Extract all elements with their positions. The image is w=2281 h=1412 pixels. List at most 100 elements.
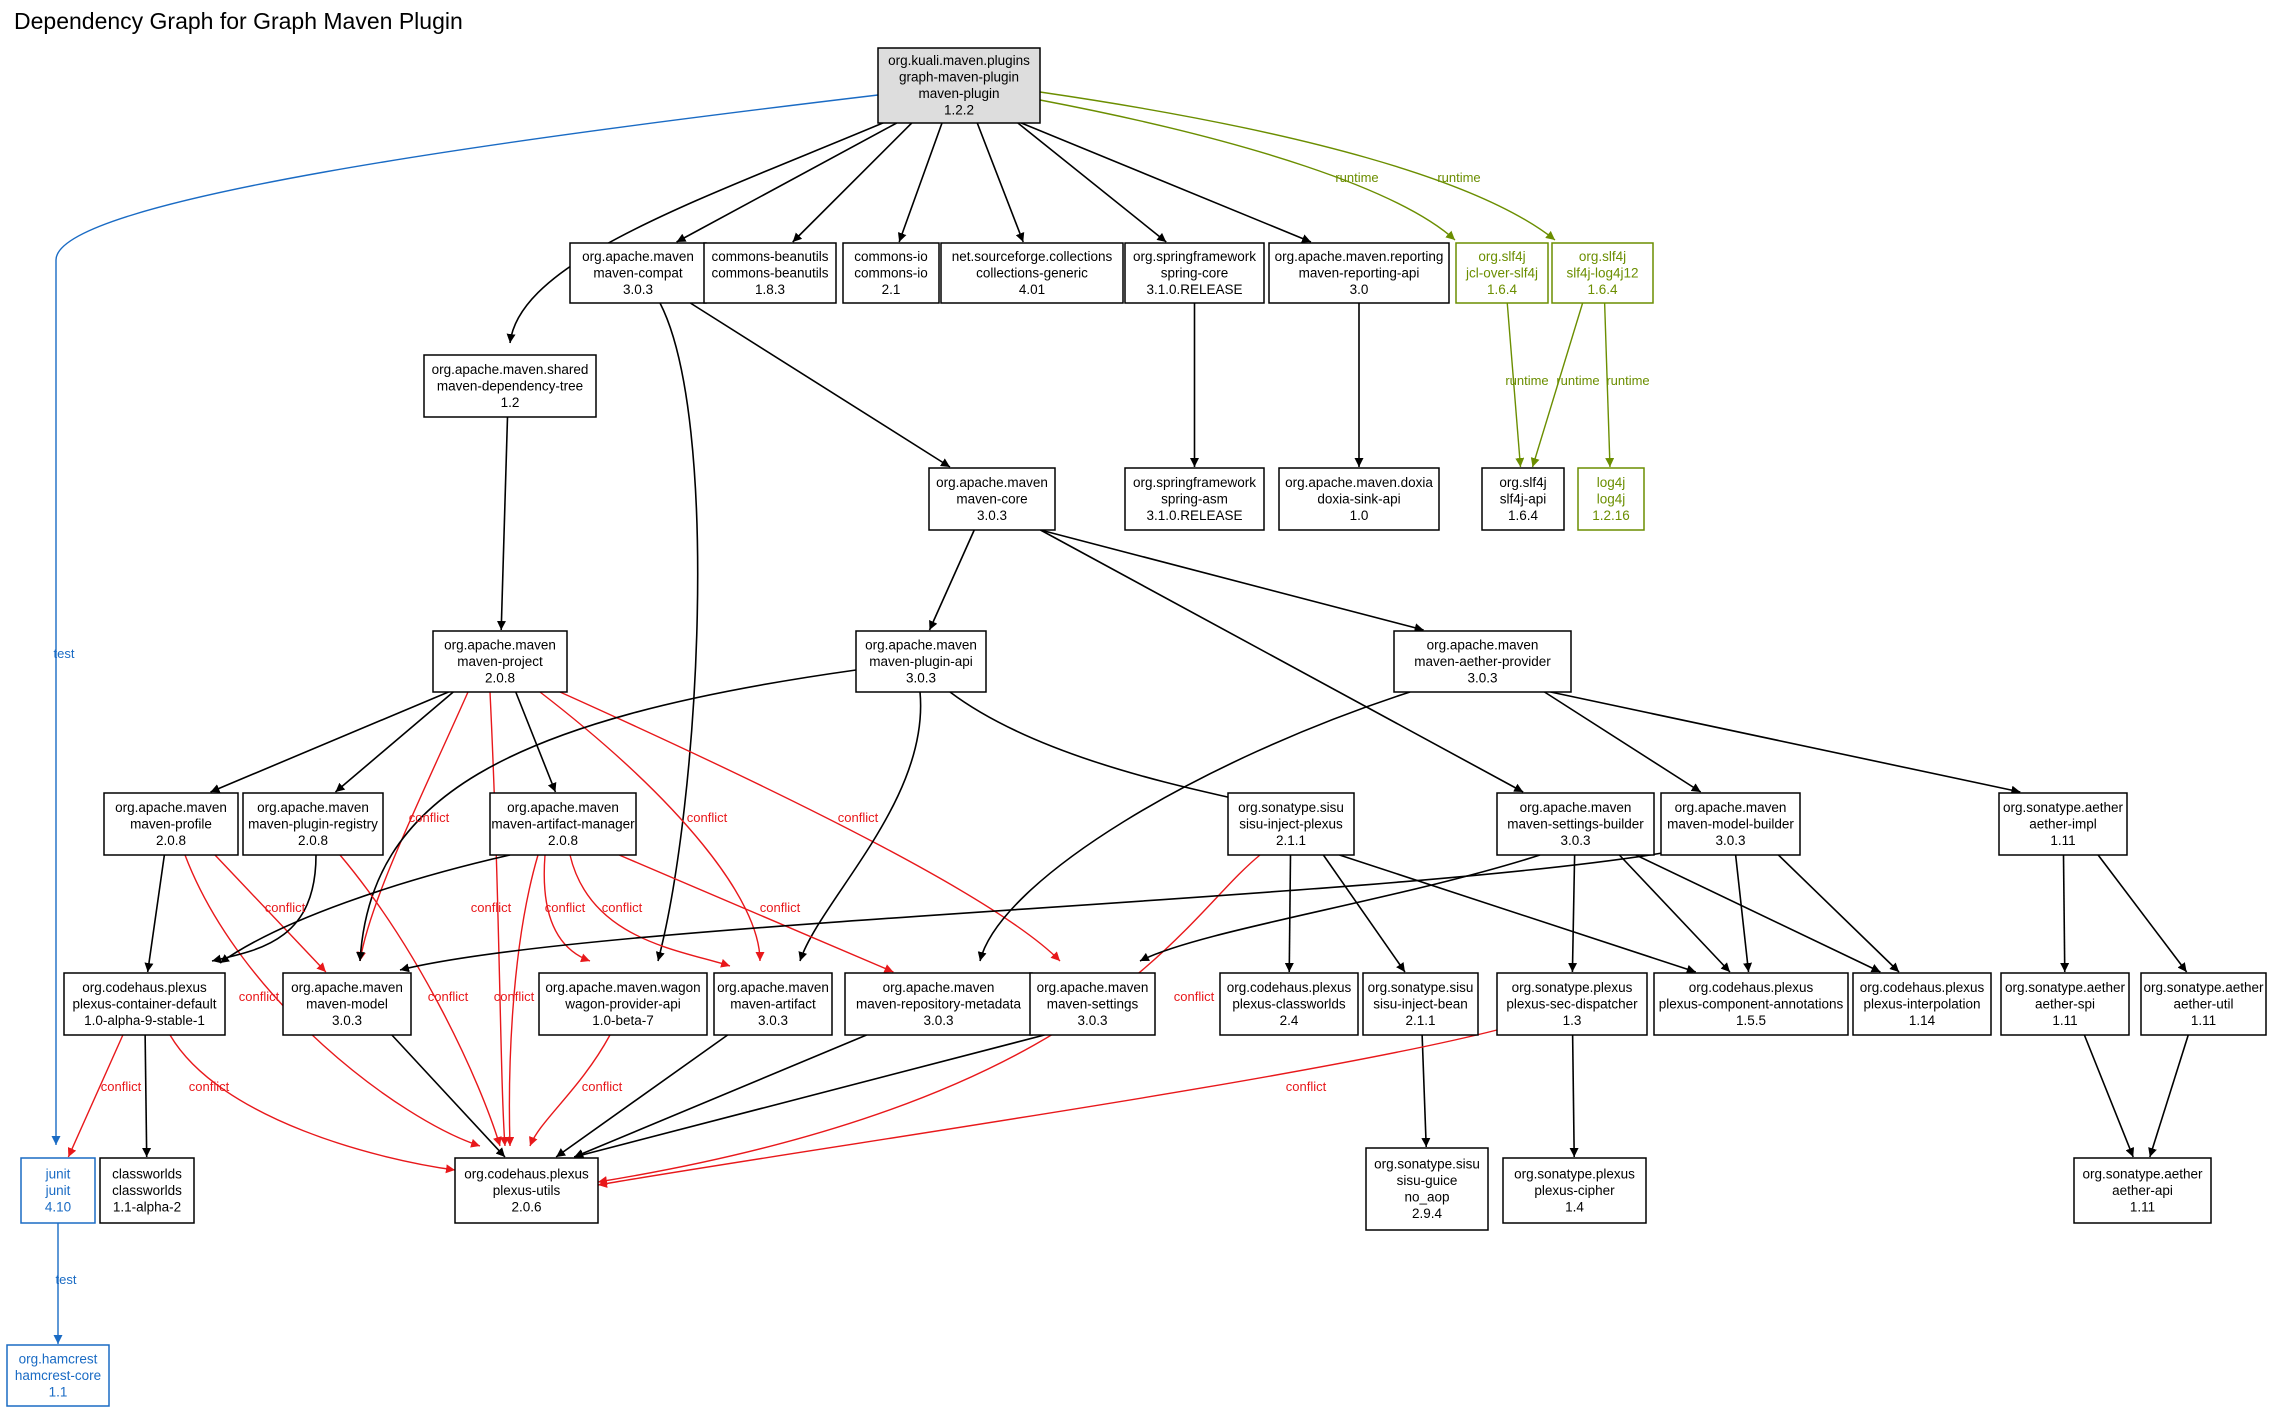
node-box	[842, 242, 940, 304]
node-maven-aether-provider: org.apache.mavenmaven-aether-provider3.0…	[1393, 630, 1572, 693]
node-group-id: org.sonatype.sisu	[1238, 800, 1344, 815]
node-artifact-id: maven-plugin-api	[869, 654, 973, 669]
edge-maven-core-to-maven-aether-provider	[1040, 529, 1424, 633]
edge-wagon-provider-api-to-plexus-utils	[529, 1034, 611, 1147]
node-group-id: org.apache.maven	[883, 980, 995, 995]
node-artifact-id: aether-impl	[2029, 816, 2097, 831]
node-box	[20, 1157, 96, 1224]
edge-root-to-jcl-over-slf4j	[1039, 99, 1456, 241]
node-box	[1365, 1147, 1489, 1231]
node-group-id: org.apache.maven	[582, 249, 694, 264]
node-group-id: org.kuali.maven.plugins	[888, 53, 1030, 68]
node-version: 3.0	[1350, 282, 1369, 297]
node-box	[99, 1157, 195, 1224]
node-group-id: org.sonatype.aether	[2082, 1166, 2203, 1181]
node-version: 1.3	[1563, 1013, 1582, 1028]
node-box	[1219, 972, 1359, 1036]
node-version: 3.0.3	[1560, 833, 1590, 848]
node-artifact-id: aether-util	[2173, 996, 2233, 1011]
node-artifact-id: aether-api	[2112, 1183, 2173, 1198]
node-box	[928, 467, 1056, 531]
edge-root-to-maven-compat	[676, 122, 898, 243]
node-box	[713, 972, 833, 1036]
edge-root-to-commons-io	[897, 122, 943, 243]
node-artifact-id: commons-io	[854, 265, 928, 280]
edge-label-test: test	[56, 1272, 77, 1287]
edge-jcl-over-slf4j-to-slf4j-api	[1506, 302, 1525, 468]
node-plexus-component-annotations: org.codehaus.plexusplexus-component-anno…	[1653, 972, 1849, 1036]
node-artifact-id: plexus-sec-dispatcher	[1506, 996, 1638, 1011]
node-version: 2.0.8	[156, 833, 186, 848]
node-group-id: org.apache.maven.reporting	[1275, 249, 1444, 264]
node-box	[1577, 467, 1645, 531]
node-artifact-id: maven-reporting-api	[1299, 265, 1420, 280]
node-group-id: org.apache.maven.doxia	[1285, 475, 1433, 490]
edge-label-conflict: conflict	[602, 900, 643, 915]
edge-maven-model-to-plexus-utils	[391, 1034, 506, 1158]
node-group-id: commons-io	[854, 249, 928, 264]
node-artifact-id: doxia-sink-api	[1317, 491, 1400, 506]
edge-plexus-sec-dispatcher-to-plexus-utils	[597, 1029, 1498, 1188]
edge-maven-settings-to-plexus-utils	[573, 1034, 1045, 1160]
node-box	[1124, 242, 1265, 304]
edge-maven-core-to-maven-settings-builder	[1040, 529, 1524, 793]
node-artifact-id: spring-core	[1161, 265, 1229, 280]
node-artifact-id: sisu-guice	[1397, 1173, 1458, 1188]
edge-label-conflict: conflict	[101, 1079, 142, 1094]
edge-root-to-maven-reporting-api	[1021, 122, 1312, 243]
node-collections-generic: net.sourceforge.collectionscollections-g…	[940, 242, 1124, 304]
node-artifact-id: graph-maven-plugin	[899, 70, 1019, 85]
node-box	[538, 972, 708, 1036]
node-artifact-id: junit	[45, 1183, 71, 1198]
node-version: 3.0.3	[1077, 1013, 1107, 1028]
node-box	[2140, 972, 2267, 1036]
node-version: 1.5.5	[1736, 1013, 1766, 1028]
node-box	[1852, 972, 1992, 1036]
node-artifact-id: wagon-provider-api	[564, 996, 681, 1011]
node-artifact-id: maven-plugin-registry	[248, 816, 378, 831]
node-box	[855, 630, 987, 693]
edge-maven-plugin-api-to-maven-model	[356, 669, 857, 962]
node-version: 1.11	[2050, 833, 2075, 848]
edge-maven-settings-builder-to-plexus-component-annotations	[1618, 854, 1731, 973]
node-maven-artifact-manager: org.apache.mavenmaven-artifact-manager2.…	[489, 792, 637, 856]
node-plexus-container-default: org.codehaus.plexusplexus-container-defa…	[63, 972, 226, 1036]
edge-maven-plugin-api-to-maven-artifact	[798, 691, 922, 962]
node-group-id: net.sourceforge.collections	[952, 249, 1113, 264]
edge-plexus-container-default-to-classworlds	[142, 1034, 152, 1158]
node-group-id: org.hamcrest	[19, 1351, 98, 1366]
node-artifact-id: log4j	[1597, 491, 1626, 506]
node-version: 1.8.3	[755, 282, 785, 297]
edge-label-runtime: runtime	[1505, 373, 1548, 388]
edge-plexus-sec-dispatcher-to-plexus-cipher	[1569, 1034, 1579, 1158]
node-box	[282, 972, 412, 1036]
edge-maven-project-to-maven-model	[357, 691, 469, 962]
node-version: 3.0.3	[906, 670, 936, 685]
edge-aether-util-to-aether-api	[2148, 1034, 2190, 1158]
node-version: 1.11	[2130, 1199, 2155, 1214]
node-version: 2.0.6	[511, 1199, 541, 1214]
node-box	[2000, 972, 2130, 1036]
node-version: 1.1	[49, 1384, 68, 1399]
node-artifact-id: maven-profile	[130, 816, 212, 831]
edge-label-conflict: conflict	[760, 900, 801, 915]
edge-root-to-slf4j-log4j12	[1039, 91, 1556, 241]
edge-maven-project-to-maven-plugin-registry	[334, 691, 454, 793]
node-group-id: classworlds	[112, 1166, 182, 1181]
node-group-id: org.apache.maven	[865, 637, 977, 652]
node-group-id: org.apache.maven	[291, 980, 403, 995]
node-version: 2.1.1	[1276, 833, 1306, 848]
edge-aether-spi-to-aether-api	[2083, 1034, 2135, 1158]
node-version: 3.0.3	[758, 1013, 788, 1028]
